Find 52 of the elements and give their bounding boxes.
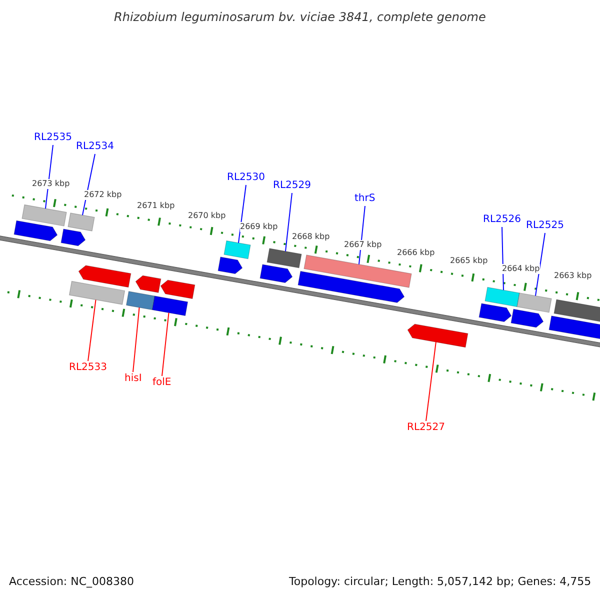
coding-feature [135, 275, 162, 293]
coding-feature [60, 228, 86, 246]
gene-label: RL2529 [273, 179, 311, 193]
scale-label: 2666 kbp [397, 248, 435, 258]
gene-label: RL2526 [483, 213, 521, 227]
genome-info: Topology: circular; Length: 5,057,142 bp; Genes: 4,755 [289, 575, 592, 589]
leader-line [285, 192, 292, 252]
gene-feature [152, 296, 188, 316]
coding-feature [510, 308, 544, 328]
scale-label: 2673 kbp [32, 179, 70, 189]
scale-label: 2663 kbp [554, 271, 592, 281]
coding-feature [407, 324, 468, 348]
leader-line [162, 312, 170, 376]
gene-feature [126, 291, 156, 310]
scale-label: 2670 kbp [188, 211, 226, 221]
gene-feature [484, 286, 520, 308]
scale-label: 2668 kbp [292, 232, 330, 242]
scale-label: 2672 kbp [84, 190, 122, 200]
coding-feature [298, 270, 405, 303]
coding-feature [478, 303, 512, 322]
gene-label: RL2527 [407, 421, 445, 435]
leader-line [426, 342, 436, 422]
gene-label: hisI [124, 372, 142, 386]
gene-label: thrS [354, 192, 376, 206]
scale-label: 2671 kbp [137, 201, 175, 211]
gene-feature [68, 280, 126, 305]
leader-line [132, 307, 140, 372]
map-title: Rhizobium leguminosarum bv. viciae 3841, complete genome [114, 10, 486, 24]
gene-feature [266, 248, 302, 268]
scale-label: 2669 kbp [240, 222, 278, 232]
leader-line [88, 299, 96, 362]
gene-feature [516, 292, 552, 313]
gene-label: RL2525 [526, 219, 564, 233]
gene-feature [68, 212, 95, 232]
coding-feature [160, 280, 196, 300]
accession-note: Accession: NC_008380 [9, 575, 134, 589]
scale-label: 2665 kbp [450, 256, 488, 266]
leader-line [238, 184, 246, 244]
coding-feature [260, 264, 293, 284]
gene-feature [304, 254, 412, 288]
coding-feature [548, 316, 600, 341]
gene-feature [224, 240, 251, 260]
gene-label: RL2530 [227, 171, 265, 185]
gene-label: folE [152, 376, 172, 390]
gene-label: RL2534 [76, 140, 114, 154]
coding-feature [218, 256, 243, 274]
scale-label: 2664 kbp [502, 264, 540, 274]
coding-feature [78, 265, 132, 288]
scale-label: 2667 kbp [344, 240, 382, 250]
gene-label: RL2533 [69, 361, 107, 375]
gene-label: RL2535 [34, 131, 72, 145]
coding-feature [14, 220, 58, 242]
